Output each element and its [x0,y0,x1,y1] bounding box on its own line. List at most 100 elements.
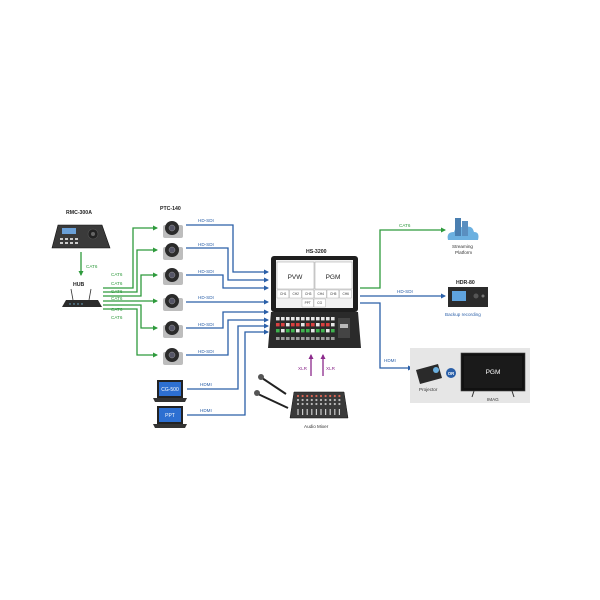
rmc-button [70,238,73,240]
cg-laptop-base [153,398,187,402]
xlr-label-2: XLR [326,366,336,371]
hs-panel-button [286,329,290,333]
rmc-buttons [60,238,78,244]
hs-to-streaming-line [360,227,447,289]
mixer-knob [333,398,336,402]
hs-pgm-window [314,261,353,290]
multiview-cell-label: CH6 [343,292,350,296]
cat6-label-5: CAT6 [111,307,123,312]
hs-panel-button [326,329,330,333]
mixer-knob [310,398,313,402]
hs-panel-button [286,317,290,321]
mixer-knob [315,402,318,406]
mixer-fader [302,409,304,415]
mixer-knob [315,394,318,398]
hs-panel-button [326,323,330,327]
server-icon [462,221,468,236]
mixer-knob [310,402,313,406]
mixer-knob [338,398,341,402]
hdr-knob [473,293,479,299]
hs-panel-button [316,337,320,340]
imag-label: IMAG [487,397,499,402]
multiview-cell [301,289,315,299]
pgm-monitor-label: PGM [486,369,501,376]
mixer-knob [306,402,309,406]
microphone-1 [261,377,287,395]
monitor-leg [511,390,515,398]
hub-switch: HUB [62,282,102,307]
mixer-fader [320,409,322,415]
ppt-laptop: PPT [153,406,187,428]
microphone-head-2 [254,390,260,396]
camera-lens [168,297,176,305]
cg-500-laptop: CG-500 [153,380,187,402]
mixer-fader [338,409,340,415]
hdr-label: HDR-80 [456,280,475,286]
hub-label: HUB [73,282,84,288]
hs-panel-button [296,329,300,333]
rmc-body [51,224,111,249]
ptz-camera [163,294,183,311]
server-icon [455,218,461,236]
hs-tbar [340,324,348,328]
cg-laptop-screen [159,382,181,396]
hs-panel-button [306,323,310,327]
or-badge [446,368,456,378]
cam2-to-hs-line [186,247,270,283]
mixer-fader [315,409,317,415]
multiview-cell-label: CH2 [293,292,300,296]
hd-sdi-label-2: HD-SDI [198,242,214,247]
cam5-to-hs-line [186,309,270,329]
hs-panel-button [281,337,285,340]
ptz-cameras [163,221,183,365]
cam1-to-hs-line [186,224,270,275]
hs-panel-button [286,323,290,327]
mixer-knob [338,394,341,398]
multiview-cell [301,298,314,308]
hs-panel-button [276,337,280,340]
hs-panel-button [281,323,285,327]
hub-to-cam5-line [103,304,159,331]
multiview-cell-label: CH5 [330,292,337,296]
hs-panel-button [276,329,280,333]
mixer-fader [311,409,313,415]
rmc-label: RMC-300A [66,210,92,216]
mixer-knob [306,398,309,402]
rmc-300a-controller: RMC-300A [51,210,111,249]
hs-panel-button [306,329,310,333]
hs-pgm-label: PGM [326,274,341,281]
camera-lens [168,271,176,279]
cat6-lines [78,225,447,358]
hs-panel-button [311,323,315,327]
hub-to-cam2-line [103,247,159,293]
camera-lens [168,351,176,359]
hub-to-cam6-line [103,308,159,358]
streaming-label-line2: Platform [455,250,472,255]
hs-panel-button [296,337,300,340]
multiview-cell [314,289,327,299]
hs-panel-button [316,329,320,333]
rmc-button [75,238,78,240]
projector-lens [433,367,439,373]
hs-panel-button [276,323,280,327]
multiview-cell-label: CH3 [305,292,312,296]
camera-lens [168,224,176,232]
rmc-button [60,242,63,244]
xlr-lines [308,353,326,376]
cg-hdmi-label: HDMI [200,382,212,387]
multiview-cell [289,289,302,299]
mixer-fader [297,409,299,415]
hd-sdi-label-3: HD-SDI [198,269,214,274]
rmc-screen [62,228,76,234]
hs-panel-button [311,317,315,321]
cat6-label-2: CAT6 [111,281,123,286]
multiview-cell [339,289,352,299]
hub-leds [69,303,83,305]
hs-pvw-window [276,261,315,290]
mixer-knob [315,398,318,402]
cg-to-hs-line [187,323,270,390]
hs-panel-button [311,329,315,333]
mixer-knob [301,394,304,398]
